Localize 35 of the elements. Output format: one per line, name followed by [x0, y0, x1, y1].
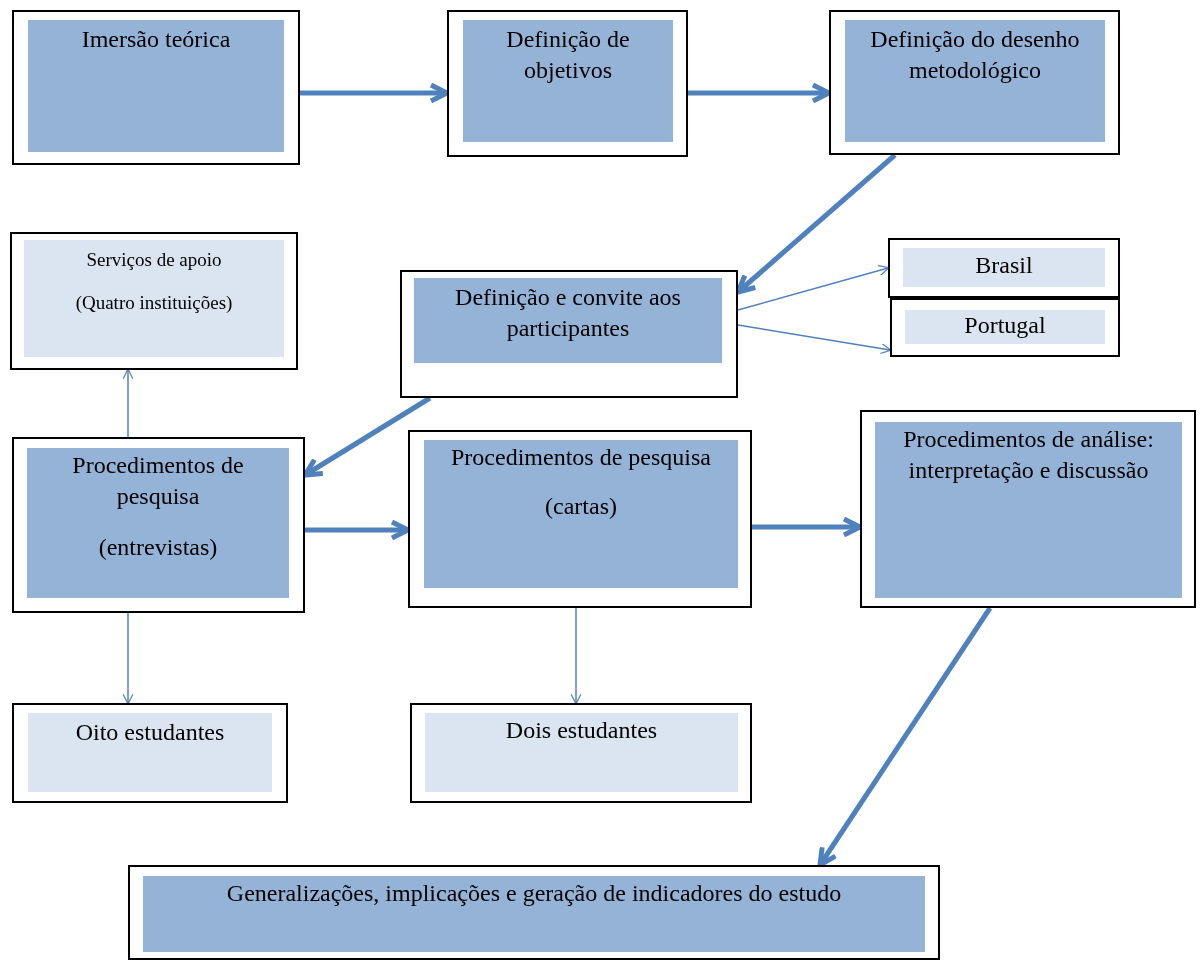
process-box: [10, 232, 298, 370]
arrow: [737, 265, 890, 311]
node-text: Procedimentos de análise: interpretação e discussão: [902, 425, 1155, 486]
process-box: [890, 298, 1120, 357]
node-text: (entrevistas): [98, 533, 218, 563]
process-box: [888, 238, 1120, 298]
node-text: Imersão teórica: [81, 25, 231, 54]
node-text: Procedimentos de pesquisa: [451, 443, 711, 472]
node-text: Definição e convite aos participantes: [454, 283, 682, 344]
arrow: [570, 607, 582, 705]
process-box: [408, 430, 752, 608]
process-box: [400, 270, 738, 398]
process-box: [829, 10, 1120, 155]
arrow: [817, 606, 993, 868]
node-text: Brasil: [975, 251, 1033, 280]
process-box: [410, 703, 752, 803]
node-text: (cartas): [545, 492, 617, 522]
node-text: Oito estudantes: [75, 718, 225, 747]
arrow: [122, 612, 134, 705]
process-box: [447, 10, 688, 157]
node-text: Generalizações, implicações e geração de indicadores do estudo: [226, 879, 842, 908]
node-text: Definição do desenho metodológico: [869, 25, 1081, 86]
node-text: Procedimentos de pesquisa: [71, 451, 245, 512]
arrow: [737, 324, 892, 355]
node-text: (Quatro instituições): [75, 290, 233, 315]
node-text: Dois estudantes: [505, 716, 658, 745]
process-box: [12, 703, 288, 803]
process-box: [12, 10, 300, 165]
node-text: Serviços de apoio: [86, 248, 222, 272]
node-text: Portugal: [964, 311, 1046, 340]
node-text: Definição de objetivos: [505, 25, 631, 86]
arrow: [122, 368, 134, 438]
process-box: [128, 865, 940, 960]
process-box: [12, 437, 305, 613]
process-box: [860, 410, 1196, 608]
